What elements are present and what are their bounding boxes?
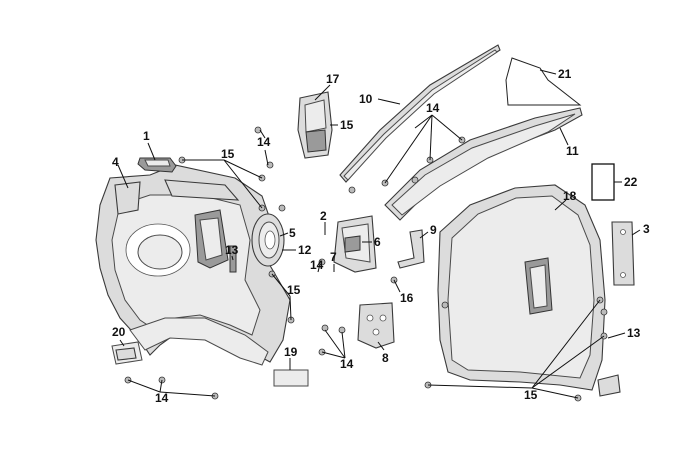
callout-10: 10 <box>359 92 373 106</box>
part-upper-cover-rail <box>339 44 501 183</box>
part-small-plate <box>611 221 635 286</box>
callout-13-left: 13 <box>225 243 239 257</box>
callout-8: 8 <box>382 351 389 365</box>
part-label-box <box>591 163 615 201</box>
part-small-bracket <box>137 157 177 173</box>
callout-16: 16 <box>400 291 414 305</box>
callout-22: 22 <box>624 175 638 189</box>
callout-14-bottom-center: 14 <box>340 357 354 371</box>
callout-18: 18 <box>563 189 577 203</box>
callout-14-bottom-left: 14 <box>155 391 169 405</box>
callout-21: 21 <box>558 67 572 81</box>
part-lid-housing <box>251 213 285 267</box>
callout-7: 7 <box>330 250 337 264</box>
callout-15-top: 15 <box>221 147 235 161</box>
callout-9: 9 <box>430 223 437 237</box>
callout-14-top-left: 14 <box>257 135 271 149</box>
callout-3: 3 <box>643 222 650 236</box>
callout-17: 17 <box>326 72 340 86</box>
part-l-bracket <box>397 229 425 269</box>
callout-5: 5 <box>289 226 296 240</box>
part-right-inner-panel <box>437 184 621 397</box>
callout-15-bottom-right: 15 <box>524 388 538 402</box>
callout-19: 19 <box>284 345 298 359</box>
part-mount-plate <box>357 302 395 349</box>
part-small-box <box>111 341 143 365</box>
callout-4: 4 <box>112 155 119 169</box>
callout-15-left: 15 <box>287 283 301 297</box>
callout-2: 2 <box>320 209 327 223</box>
callout-12: 12 <box>298 243 312 257</box>
part-lower-cover-rail <box>384 107 583 221</box>
part-center-bracket <box>333 215 377 273</box>
callout-15-bracket: 15 <box>340 118 354 132</box>
callout-14-top-center: 14 <box>426 101 440 115</box>
callout-11: 11 <box>566 144 579 158</box>
part-outline-21 <box>505 57 582 106</box>
callout-labels: 1 2 3 4 5 6 7 8 9 10 11 12 13 13 14 14 1… <box>112 67 650 405</box>
leader-lines <box>117 69 641 399</box>
part-inner-leg-shield <box>95 164 291 366</box>
callout-13-right: 13 <box>627 326 641 340</box>
part-upper-bracket <box>297 91 333 159</box>
callout-6: 6 <box>374 235 381 249</box>
callout-20: 20 <box>112 325 126 339</box>
callout-1: 1 <box>143 129 150 143</box>
callout-14-small: 14 <box>310 258 324 272</box>
part-spring <box>273 369 309 387</box>
